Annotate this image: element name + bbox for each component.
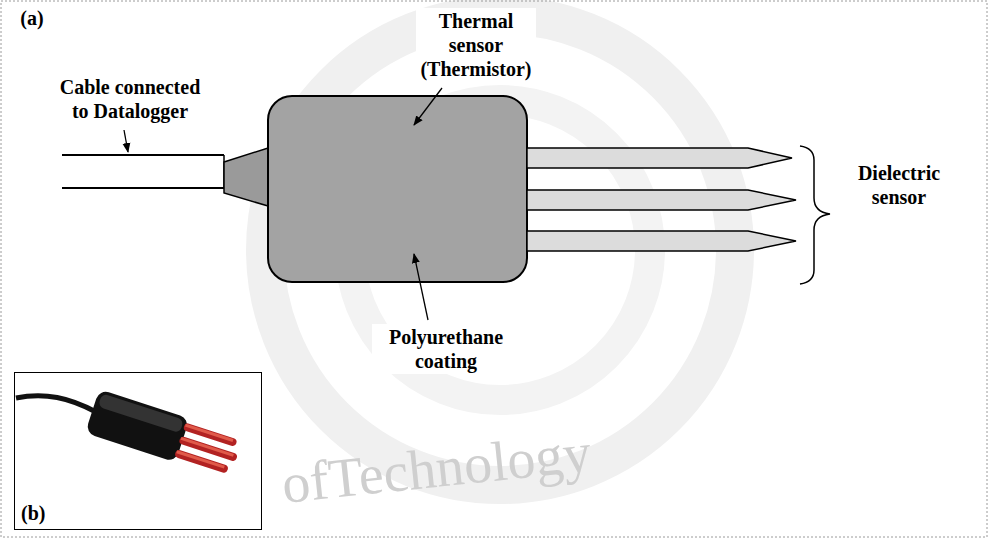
panel-label: (a) <box>12 6 52 30</box>
photo-inset-box: (b) <box>14 372 262 530</box>
dielectric-label: Dielectric sensor <box>842 160 956 210</box>
panel-label: (b) <box>21 502 45 525</box>
thermistor-label: Thermal sensor (Thermistor) <box>416 8 536 82</box>
cable-label: Cable connected to Datalogger <box>53 74 207 124</box>
coating-label: Polyurethane coating <box>372 324 520 374</box>
